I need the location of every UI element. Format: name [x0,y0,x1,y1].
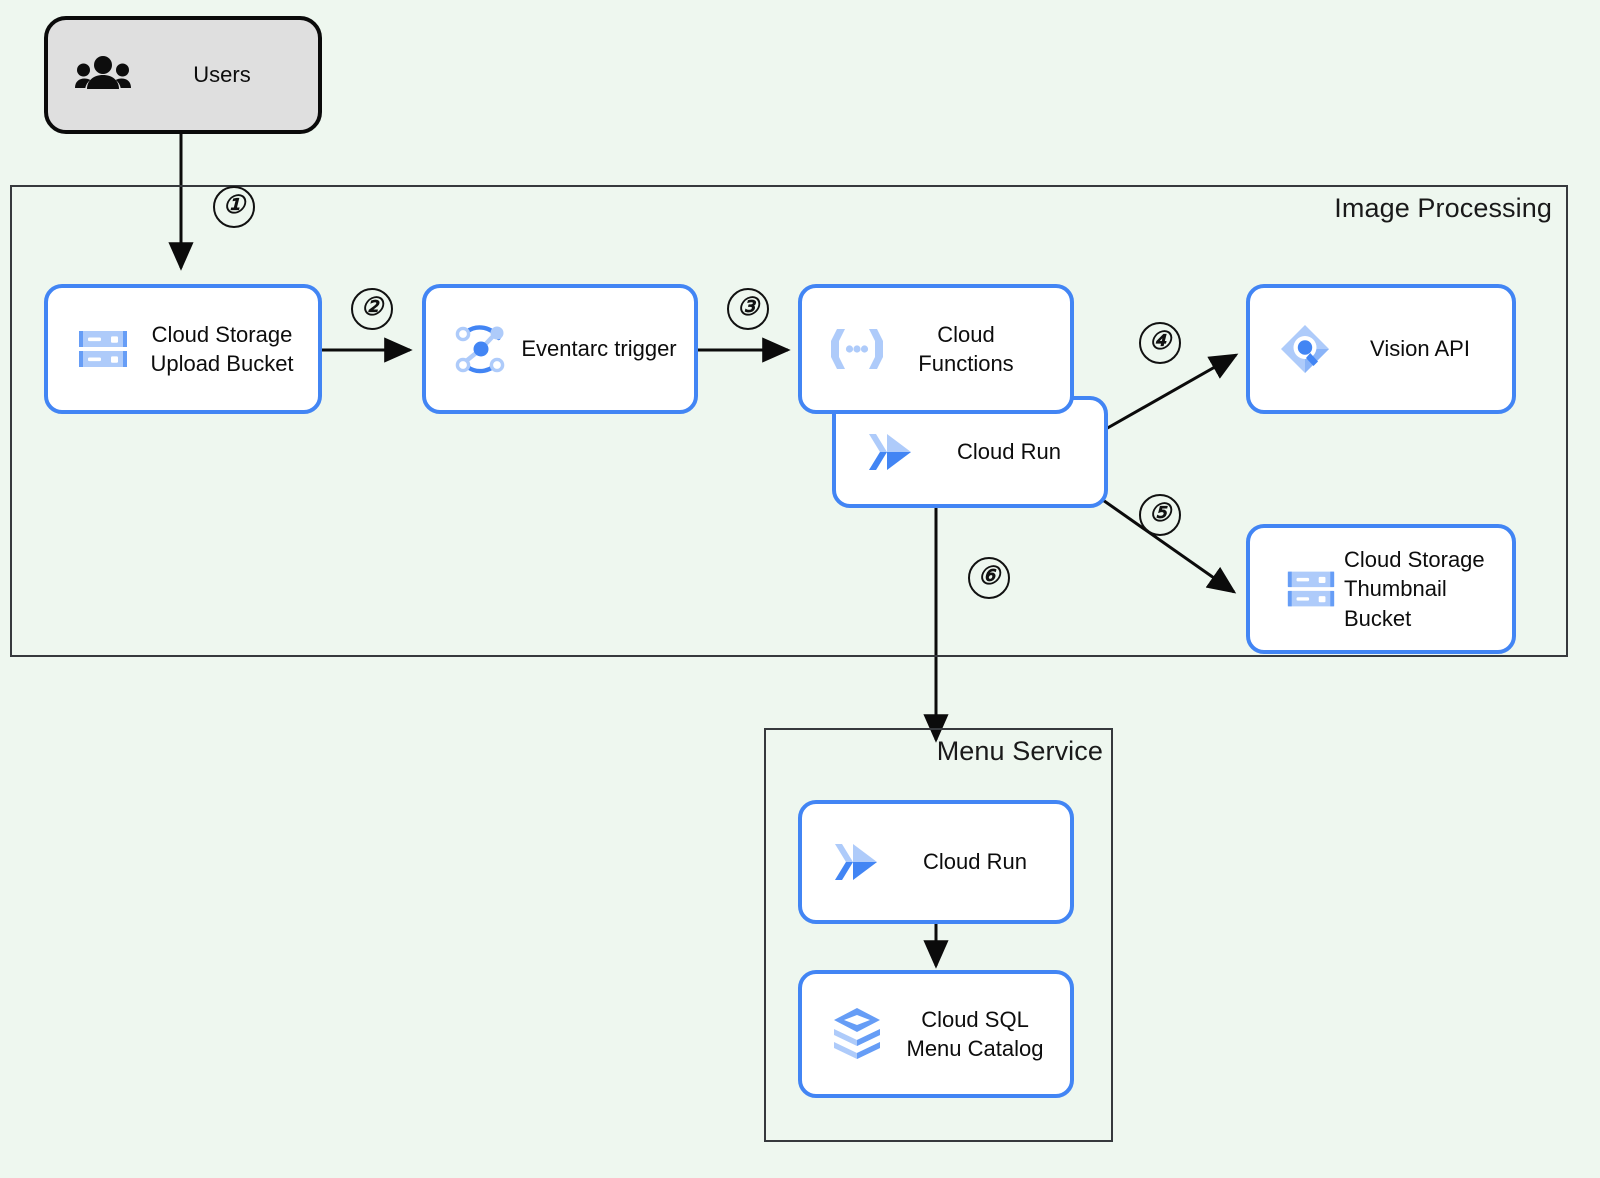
group-menu-service: Menu Service [764,728,1113,1142]
node-cloud-run[interactable]: Cloud Run [832,396,1108,508]
node-vision-api-label: Vision API [1370,336,1470,362]
node-cloud-sql-label: Cloud SQL Menu Catalog [906,1006,1044,1061]
node-cloud-run-label: Cloud Run [957,439,1061,465]
group-image-processing: Image Processing [10,185,1568,657]
node-menu-cloud-run[interactable]: Cloud Run [798,800,1074,924]
cloud-run-icon [826,831,888,893]
group-menu-service-title: Menu Service [936,736,1103,766]
node-cloud-functions-label: Cloud Functions [918,321,1014,376]
step-badge-4: ④ [1139,322,1181,364]
node-menu-cloud-run-label: Cloud Run [923,849,1027,875]
step-badge-6: ⑥ [968,557,1010,599]
step-badge-2: ② [351,288,393,330]
users-icon [72,44,134,106]
node-eventarc-trigger-label: Eventarc trigger [521,336,677,362]
node-users-label: Users [193,62,251,88]
node-upload-bucket-label: Cloud Storage Upload Bucket [150,321,294,376]
cloud-run-icon [860,421,922,483]
cloud-storage-icon [1284,558,1338,620]
node-vision-api[interactable]: Vision API [1246,284,1516,414]
vision-api-icon [1274,318,1336,380]
cloud-storage-icon [72,318,134,380]
node-thumbnail-bucket-label: Cloud Storage Thumbnail Bucket [1344,547,1485,631]
node-users[interactable]: Users [44,16,322,134]
step-badge-3: ③ [727,288,769,330]
step-badge-5: ⑤ [1139,494,1181,536]
step-badge-1: ① [213,186,255,228]
node-upload-bucket[interactable]: Cloud Storage Upload Bucket [44,284,322,414]
node-cloud-functions[interactable]: Cloud Functions [798,284,1074,414]
node-thumbnail-bucket[interactable]: Cloud Storage Thumbnail Bucket [1246,524,1516,654]
eventarc-icon [450,318,512,380]
node-eventarc-trigger[interactable]: Eventarc trigger [422,284,698,414]
cloud-functions-icon [826,318,888,380]
cloud-sql-icon [826,1003,888,1065]
node-cloud-sql[interactable]: Cloud SQL Menu Catalog [798,970,1074,1098]
group-image-processing-title: Image Processing [1334,193,1552,223]
